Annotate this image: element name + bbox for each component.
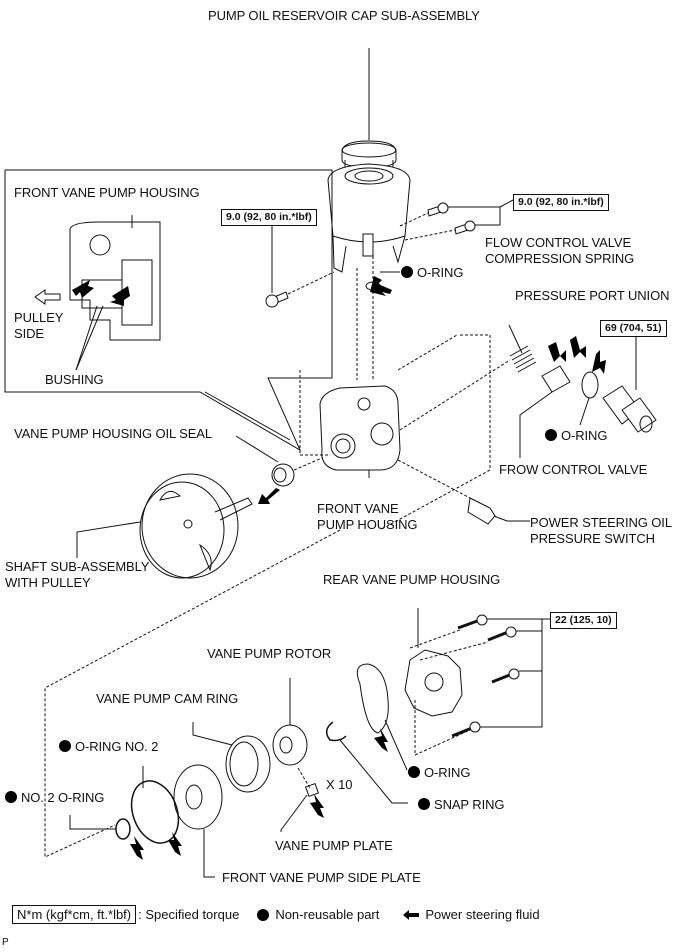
label-o-ring-valve: O-RING bbox=[545, 428, 607, 444]
corner-mark: P bbox=[2, 937, 9, 948]
fluid-arrow-icon bbox=[570, 336, 586, 358]
o-ring-text: O-RING bbox=[561, 428, 608, 443]
front-vane-pump-housing-icon bbox=[319, 385, 401, 471]
spring-icon bbox=[509, 345, 537, 373]
label-vane-pump-rotor: VANE PUMP ROTOR bbox=[207, 646, 332, 661]
vane-pump-rotor-icon bbox=[272, 724, 308, 766]
oil-seal-icon bbox=[271, 463, 295, 487]
label-flow-control-spring-line2: COMPRESSION SPRING bbox=[485, 251, 635, 266]
fluid-arrow-icon bbox=[258, 488, 280, 504]
side-plate-icon bbox=[173, 764, 223, 830]
o-ring-no2-text: O-RING NO. 2 bbox=[75, 739, 159, 754]
fluid-arrow-icon bbox=[168, 832, 182, 856]
legend-torque-desc: : Specified torque bbox=[138, 907, 240, 922]
non-reusable-dot-icon bbox=[418, 798, 430, 810]
fluid-arrow-icon bbox=[72, 280, 94, 298]
label-vane-pump-housing-oil-seal: VANE PUMP HOUSING OIL SEAL bbox=[14, 426, 212, 441]
pressure-switch-icon bbox=[467, 497, 508, 525]
inset-title: FRONT VANE PUMP HOUSING bbox=[14, 185, 200, 200]
label-o-ring-rear: O-RING bbox=[408, 765, 470, 781]
fluid-arrow-icon bbox=[548, 342, 566, 362]
fluid-arrow-icon bbox=[403, 909, 420, 920]
label-vane-pump-plate: VANE PUMP PLATE bbox=[275, 838, 393, 853]
label-rear-vane-pump-housing: REAR VANE PUMP HOUSING bbox=[323, 572, 501, 587]
inset-bushing-label: BUSHING bbox=[45, 372, 104, 387]
non-reusable-dot-icon bbox=[257, 908, 270, 921]
torque-reservoir-left: 9.0 (92, 80 in.*lbf) bbox=[221, 209, 317, 226]
label-vane-pump-cam-ring: VANE PUMP CAM RING bbox=[96, 691, 239, 706]
label-snap-ring: SNAP RING bbox=[418, 797, 504, 813]
inset-frame bbox=[4, 169, 333, 452]
label-flow-control-valve: FROW CONTROL VALVE bbox=[499, 462, 648, 477]
label-shaft-sub-assembly-line1: SHAFT SUB-ASSEMBLY bbox=[5, 559, 150, 574]
inset-pulley-side-line2: SIDE bbox=[14, 326, 44, 341]
label-front-vane-pump-housing-line1: FRONT VANE bbox=[317, 501, 399, 516]
fluid-arrow-icon bbox=[310, 794, 324, 818]
bolt-icon bbox=[427, 202, 476, 235]
label-pressure-port-union: PRESSURE PORT UNION bbox=[515, 288, 670, 303]
label-front-vane-pump-side-plate: FRONT VANE PUMP SIDE PLATE bbox=[222, 870, 421, 885]
label-shaft-sub-assembly-line2: WITH PULLEY bbox=[5, 575, 91, 590]
non-reusable-dot-icon bbox=[5, 791, 17, 803]
fluid-arrow-icon bbox=[130, 836, 144, 860]
o-ring-icon bbox=[581, 371, 599, 399]
no2-o-ring-text: NO. 2 O-RING bbox=[21, 790, 105, 805]
label-flow-control-spring-line1: FLOW CONTROL VALVE bbox=[485, 235, 632, 250]
pressure-port-union-icon bbox=[602, 385, 657, 433]
legend-torque-unit: N*m (kgf*cm, ft.*lbf) bbox=[12, 905, 137, 924]
rear-vane-pump-housing-icon bbox=[404, 649, 463, 717]
pulley-icon bbox=[139, 473, 253, 579]
label-o-ring-reservoir: O-RING bbox=[401, 265, 463, 281]
fluid-arrow-icon bbox=[110, 286, 130, 306]
torque-pressure-port-union: 69 (704, 51) bbox=[600, 320, 667, 337]
legend-fluid-text: Power steering fluid bbox=[425, 907, 540, 922]
legend-non-reusable: Non-reusable part bbox=[257, 907, 379, 922]
fluid-arrow-icon bbox=[592, 350, 606, 374]
label-x10: X 10 bbox=[326, 777, 353, 792]
label-o-ring-no2: O-RING NO. 2 bbox=[59, 739, 158, 755]
inset-housing-drawing bbox=[34, 215, 161, 371]
legend-non-reusable-text: Non-reusable part bbox=[275, 907, 380, 922]
flow-control-valve-icon bbox=[541, 365, 571, 393]
cam-ring-icon bbox=[225, 735, 271, 793]
bolt-icon bbox=[451, 614, 520, 738]
non-reusable-dot-icon bbox=[545, 429, 557, 441]
fluid-arrows bbox=[72, 276, 606, 860]
reservoir-icon bbox=[327, 163, 411, 273]
o-ring-icon bbox=[130, 780, 180, 844]
fluid-arrow-icon bbox=[374, 728, 388, 752]
non-reusable-dot-icon bbox=[401, 266, 413, 278]
o-ring-icon bbox=[115, 818, 131, 840]
label-power-steering-switch-line2: PRESSURE SWITCH bbox=[530, 531, 655, 546]
legend-fluid: Power steering fluid bbox=[403, 907, 540, 922]
non-reusable-dot-icon bbox=[59, 740, 71, 752]
o-ring-text: O-RING bbox=[424, 765, 471, 780]
legend: N*m (kgf*cm, ft.*lbf) : Specified torque… bbox=[12, 905, 540, 924]
o-ring-icon bbox=[356, 663, 389, 734]
label-no2-o-ring: NO. 2 O-RING bbox=[5, 790, 104, 806]
label-front-vane-pump-housing-line2: PUMP HOUSING bbox=[317, 517, 418, 532]
bolt-icon bbox=[265, 291, 289, 308]
o-ring-text: O-RING bbox=[417, 265, 464, 280]
snap-ring-icon bbox=[325, 721, 347, 742]
snap-ring-text: SNAP RING bbox=[434, 797, 505, 812]
fluid-arrow-icon bbox=[370, 276, 392, 296]
vane-pump-plate-icon bbox=[304, 782, 320, 798]
non-reusable-dot-icon bbox=[408, 766, 420, 778]
label-power-steering-switch-line1: POWER STEERING OIL bbox=[530, 515, 672, 530]
torque-rear-housing-bolts: 22 (125, 10) bbox=[550, 612, 617, 629]
torque-reservoir-right: 9.0 (92, 80 in.*lbf) bbox=[513, 194, 609, 211]
diagram-title: PUMP OIL RESERVOIR CAP SUB-ASSEMBLY bbox=[208, 8, 480, 23]
inset-pulley-side-line1: PULLEY bbox=[14, 310, 64, 325]
